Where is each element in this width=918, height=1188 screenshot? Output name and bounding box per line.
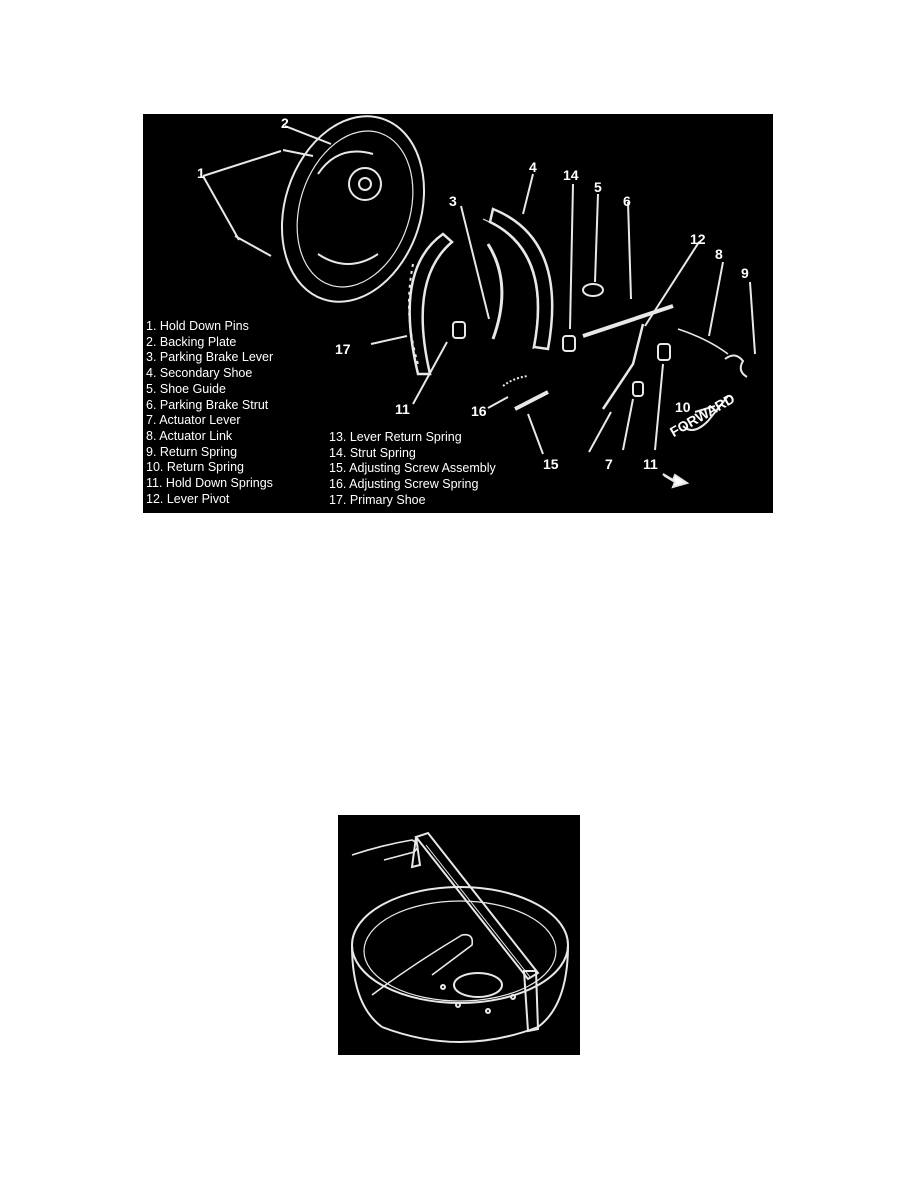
callout-4: 4 — [529, 159, 537, 175]
legend-item: 5. Shoe Guide — [146, 381, 226, 396]
callout-12: 12 — [690, 231, 706, 247]
callout-2: 2 — [281, 115, 289, 131]
legend-item: 6. Parking Brake Strut — [146, 397, 269, 412]
legend-item: 4. Secondary Shoe — [146, 366, 253, 381]
callout-10: 10 — [675, 399, 691, 415]
legend-item: 9. Return Spring — [146, 444, 238, 459]
brake-exploded-view-figure: 1 2 3 4 5 6 7 8 9 10 11 11 12 13 14 15 1… — [143, 114, 773, 513]
callout-15: 15 — [543, 456, 559, 472]
callout-9: 9 — [741, 265, 749, 281]
legend-item: 10. Return Spring — [146, 460, 244, 475]
brake-exploded-view-illustration — [202, 115, 756, 489]
callout-11-left: 11 — [395, 401, 410, 417]
legend-item: 15. Adjusting Screw Assembly — [329, 461, 496, 476]
legend-item: 2. Backing Plate — [146, 334, 237, 349]
callout-7: 7 — [605, 456, 613, 472]
callout-14: 14 — [563, 167, 579, 183]
callout-16: 16 — [471, 403, 487, 419]
callout-3: 3 — [449, 193, 457, 209]
callout-11-right: 11 — [643, 456, 658, 472]
legend-item: 14. Strut Spring — [329, 445, 416, 460]
legend-item: 1. Hold Down Pins — [146, 319, 249, 333]
brake-drum-gauge-figure — [338, 815, 580, 1055]
legend-item: 16. Adjusting Screw Spring — [329, 477, 479, 492]
brake-drum-gauge-illustration — [351, 831, 569, 1043]
legend-item: 11. Hold Down Springs — [146, 476, 273, 491]
callout-8: 8 — [715, 246, 723, 262]
legend-item: 3. Parking Brake Lever — [146, 350, 274, 365]
callout-6: 6 — [623, 193, 631, 209]
legend-item: 8. Actuator Link — [146, 428, 233, 443]
parts-legend-left: 1. Hold Down Pins 2. Backing Plate 3. Pa… — [146, 319, 273, 507]
legend-item: 13. Lever Return Spring — [329, 430, 462, 444]
callout-5: 5 — [594, 179, 602, 195]
callout-17: 17 — [335, 341, 351, 357]
legend-item: 17. Primary Shoe — [329, 492, 426, 507]
callout-1: 1 — [197, 165, 205, 181]
parts-legend-right: 13. Lever Return Spring 14. Strut Spring… — [329, 430, 496, 509]
legend-item: 7. Actuator Lever — [146, 413, 241, 428]
legend-item: 12. Lever Pivot — [146, 491, 230, 506]
